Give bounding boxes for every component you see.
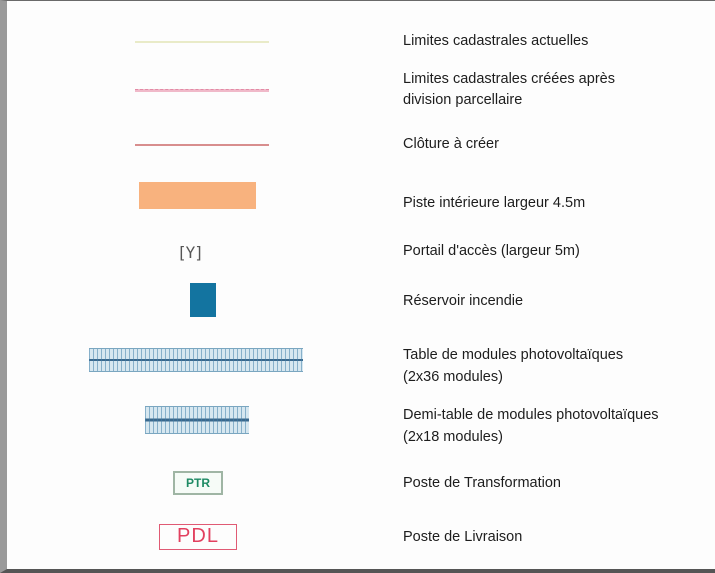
- pv-table-symbol: [89, 348, 303, 372]
- current-cadastral-line-symbol: [135, 41, 269, 43]
- ptr-label: Poste de Transformation: [403, 475, 561, 491]
- new-cadastral-line-symbol: [135, 89, 269, 92]
- gate-label: Portail d'accès (largeur 5m): [403, 243, 580, 259]
- new-cadastral-label-line1: Limites cadastrales créées après: [403, 71, 615, 87]
- gate-icon: [Y]: [177, 243, 204, 262]
- pdl-label: Poste de Livraison: [403, 529, 523, 545]
- pv-table-label-line1: Table de modules photovoltaïques: [403, 347, 624, 363]
- current-cadastral-label: Limites cadastrales actuelles: [403, 33, 589, 49]
- pv-table-label-line2: (2x36 modules): [403, 369, 503, 385]
- fence-label: Clôture à créer: [403, 136, 499, 152]
- fence-line-symbol: [135, 144, 269, 146]
- reservoir-label: Réservoir incendie: [403, 293, 524, 309]
- piste-symbol: [139, 182, 256, 209]
- ptr-box: PTR: [173, 471, 223, 495]
- reservoir-symbol: [190, 283, 216, 317]
- pv-half-table-label-line2: (2x18 modules): [403, 429, 503, 445]
- pv-half-table-label-line1: Demi-table de modules photovoltaïques: [403, 407, 659, 423]
- new-cadastral-label-line2: division parcellaire: [403, 92, 523, 108]
- piste-label: Piste intérieure largeur 4.5m: [403, 195, 586, 211]
- pdl-box: PDL: [159, 524, 237, 550]
- pv-half-table-symbol: [145, 406, 249, 434]
